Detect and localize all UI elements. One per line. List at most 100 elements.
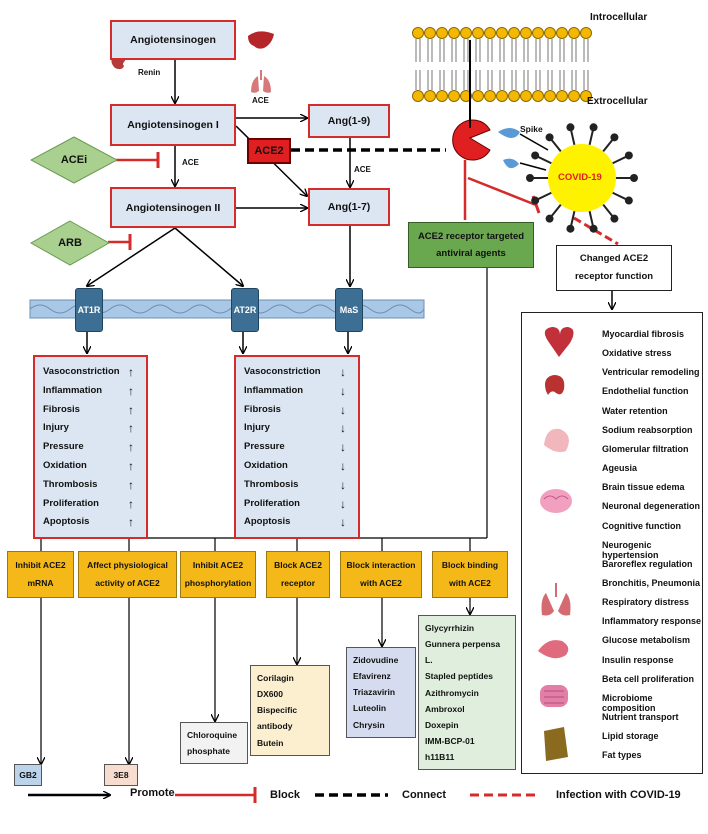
effect-name: Inflammation [244, 384, 304, 396]
fat-tissue-icon [544, 727, 568, 761]
spike-protein-2 [503, 158, 519, 169]
drug-name: Efavirenz [353, 671, 391, 682]
effect-row: Injury ↑ [43, 419, 138, 438]
organ-effect-item: Nutrient transport [602, 712, 679, 722]
legend-block-label: Block [270, 789, 300, 801]
effect-name: Pressure [43, 441, 84, 453]
at1r-effects-list: Vasoconstriction↑Inflammation↑Fibrosis↑I… [33, 355, 148, 539]
effect-name: Fibrosis [43, 403, 80, 415]
effect-row: Oxidation↓ [244, 457, 350, 476]
organ-effect-item: Microbiome composition [602, 692, 656, 713]
ace-label-1: ACE [182, 158, 199, 167]
drug-name: Gunnera perpensa L. [425, 639, 501, 666]
effect-arrow: ↓ [340, 383, 346, 398]
effect-row: Vasoconstriction↑ [43, 363, 138, 382]
organ-icons [538, 327, 574, 761]
drug-name: Glycyrrhizin [425, 623, 475, 633]
lungs-icon [541, 583, 571, 616]
changed-ace2-function-box: Changed ACE2 receptor function [556, 245, 672, 291]
drug-name: IMM-BCP-01 [425, 735, 475, 746]
effect-arrow: ↑ [128, 496, 134, 511]
organ-effect-item: Glucose metabolism [602, 635, 691, 646]
effect-arrow: ↓ [340, 440, 346, 455]
effect-name: Injury [244, 422, 270, 434]
effect-arrow: ↓ [340, 477, 346, 492]
effect-name: Vasoconstriction [43, 366, 120, 377]
effect-name: Pressure [244, 441, 285, 453]
ace2-targeted-agents-box: ACE2 receptor targeted antiviral agents [408, 222, 534, 268]
ang17-box: Ang(1-7) [308, 188, 390, 226]
covid19-label: COVID-19 [558, 172, 602, 183]
drug-name: GB2 [19, 770, 37, 780]
effect-arrow: ↓ [340, 365, 346, 379]
effect-arrow: ↑ [128, 421, 134, 436]
arb-diamond: ARB [29, 220, 111, 266]
organ-effect-item: Neurogenic hypertension [602, 539, 659, 560]
effect-arrow: ↑ [128, 458, 134, 473]
receptor-at1r: AT1R [75, 288, 103, 332]
effect-arrow: ↓ [340, 458, 346, 473]
mechanism-box: Block binding with ACE2 [432, 551, 508, 598]
organ-effect-item: Respiratory distress [602, 597, 690, 608]
acei-label: ACEi [60, 154, 88, 166]
ace-label-2: ACE [354, 165, 371, 174]
receptor-mas: MaS [335, 288, 363, 332]
legend-connect-label: Connect [402, 789, 446, 801]
drug-name: Ambroxol [425, 703, 465, 714]
kidney-icon [545, 375, 565, 395]
drug-name: phosphate [187, 746, 230, 757]
effect-row: Thrombosis↓ [244, 476, 350, 495]
membrane-top-label: Introcellular [590, 12, 648, 23]
effect-row: Injury↓ [244, 419, 350, 438]
drug-name: h11B11 [425, 752, 455, 763]
drug-name: DX600 [257, 689, 283, 700]
organ-effect-item: Neuronal degeneration [602, 501, 701, 512]
brain-icon [540, 489, 572, 513]
ace-organ-label: ACE [252, 96, 269, 105]
liver-icon [248, 31, 274, 49]
legend-promote-label: Promote [130, 787, 175, 799]
organ-effect-item: Glomerular filtration [602, 443, 689, 454]
effect-name: Injury [43, 422, 69, 434]
ang1-box: Angiotensinogen I [110, 104, 236, 146]
arb-label: ARB [58, 237, 82, 249]
effect-arrow: ↓ [340, 515, 346, 530]
organ-effect-item: Endothelial function [602, 386, 689, 397]
legend-infection-label: Infection with COVID-19 [556, 789, 681, 801]
effect-name: Proliferation [244, 497, 300, 509]
ace2-box: ACE2 [247, 138, 291, 164]
membrane-bottom-label: Extrocellular [587, 96, 648, 107]
ace2-receptor-shape [452, 119, 491, 161]
drug-name: Corilagin [257, 673, 294, 683]
drug-list: GB2 [14, 764, 42, 786]
mechanism-box: Inhibit ACE2 mRNA [7, 551, 74, 598]
drug-name: Butein [257, 737, 284, 748]
organ-effect-item: Brain tissue edema [602, 482, 685, 493]
organ-effect-item: Baroreflex regulation [602, 558, 693, 569]
organ-effect-item: Water retention [602, 405, 668, 416]
effect-name: Oxidation [43, 459, 87, 471]
effect-row: Inflammation ↓ [244, 382, 350, 401]
effect-name: Proliferation [43, 497, 99, 509]
organ-effect-item: Fat types [602, 750, 642, 761]
block-agents-virus [467, 176, 537, 207]
organ-effect-item: Ventricular remodeling [602, 367, 700, 378]
pancreas-icon [538, 640, 569, 659]
effect-row: Proliferation ↑ [43, 495, 138, 514]
effect-row: Pressure ↓ [244, 438, 350, 457]
spike-label: Spike [520, 124, 543, 134]
drug-name: Luteolin [353, 703, 387, 714]
drug-name: Azithromycin [425, 687, 479, 698]
mechanism-box: Affect physiological activity of ACE2 [78, 551, 177, 598]
effect-arrow: ↑ [128, 440, 134, 455]
lungs-icon [251, 70, 271, 93]
organ-effect-item: Inflammatory response [602, 616, 702, 627]
drug-name: Doxepin [425, 719, 459, 730]
ang19-box: Ang(1-9) [308, 104, 390, 138]
organ-effect-item: Myocardial fibrosis [602, 329, 685, 339]
mechanism-box: Block ACE2 receptor [266, 551, 330, 598]
